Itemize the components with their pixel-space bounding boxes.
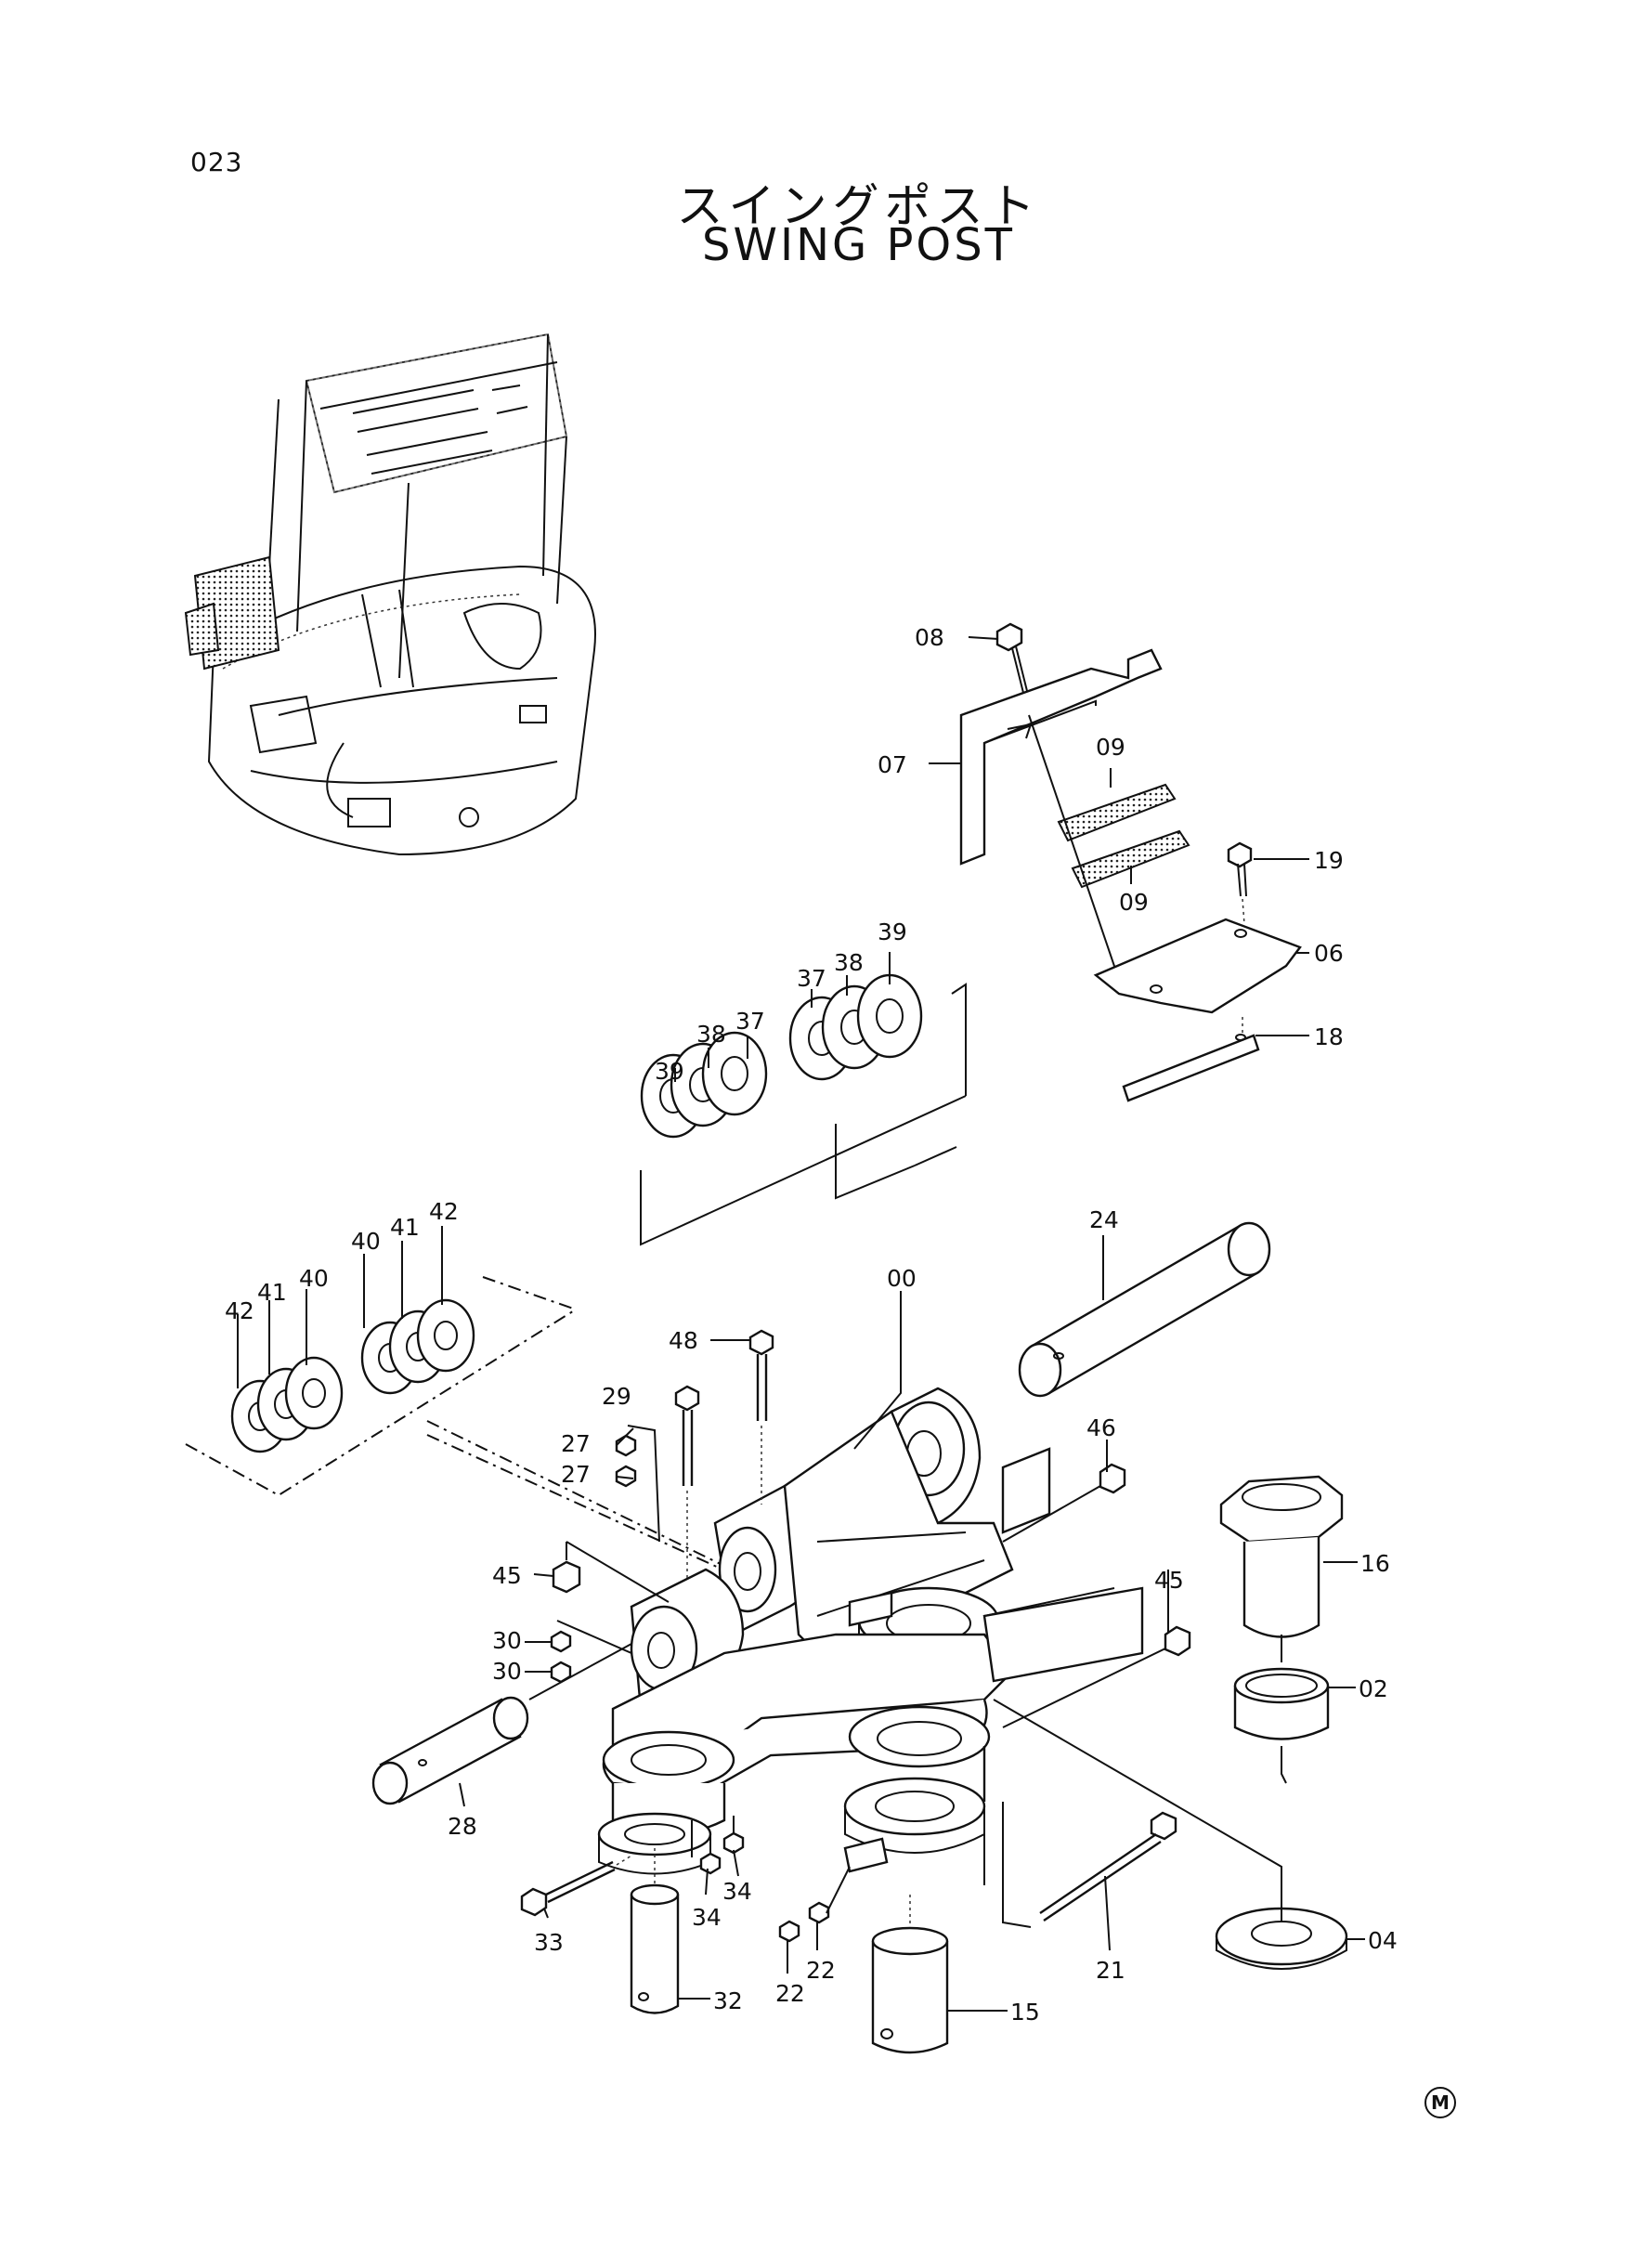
callout-08: 08	[915, 624, 944, 651]
callout-34-right: 34	[722, 1878, 752, 1905]
callout-41-right: 41	[390, 1214, 420, 1241]
washer-group-40-42	[185, 1276, 948, 1673]
part-04-shim	[993, 1699, 1348, 1970]
callout-29: 29	[602, 1383, 631, 1410]
part-22-nuts	[778, 1866, 851, 1943]
callout-28: 28	[448, 1813, 477, 1840]
callout-04: 04	[1368, 1927, 1398, 1954]
callout-09-lower: 09	[1119, 889, 1149, 916]
part-18-plate	[1122, 1017, 1260, 1102]
callout-45-right: 45	[1154, 1567, 1184, 1594]
part-32-pin	[630, 1848, 680, 2014]
callout-07: 07	[878, 751, 907, 778]
callout-42-right: 42	[429, 1198, 459, 1225]
callout-16: 16	[1360, 1550, 1390, 1577]
callout-09-upper: 09	[1096, 734, 1125, 761]
part-15-bushing	[871, 1895, 949, 2054]
part-33-bolt	[520, 1855, 632, 1917]
callout-22-right: 22	[806, 1957, 836, 1984]
callout-34-left: 34	[692, 1904, 722, 1931]
callout-02: 02	[1359, 1675, 1388, 1702]
callout-33: 33	[534, 1929, 564, 1956]
callout-39-left: 39	[655, 1058, 684, 1085]
callout-labels: 08 07 09 09 19 06 18 39 38 37 37 38 39 4…	[225, 624, 1398, 2026]
callout-37-left: 37	[735, 1008, 765, 1035]
part-07-cover	[959, 648, 1163, 866]
callout-27-lower: 27	[561, 1461, 591, 1488]
callout-46: 46	[1086, 1414, 1116, 1441]
part-02-collar	[1233, 1667, 1330, 1784]
part-45-grease-fitting-right	[1002, 1625, 1191, 1728]
part-06-bracket	[1093, 918, 1302, 1014]
callout-38-left: 38	[696, 1021, 726, 1048]
callout-48: 48	[669, 1327, 698, 1354]
part-09-rubber-strip-lower	[1071, 829, 1190, 889]
part-34-nuts	[691, 1816, 745, 1875]
callout-39-right: 39	[878, 919, 907, 945]
part-28-pin	[371, 1643, 632, 1805]
leader-08-06	[1028, 714, 1120, 981]
part-09-rubber-strip-upper	[1057, 783, 1177, 842]
callout-27-upper: 27	[561, 1430, 591, 1457]
callout-22-left: 22	[775, 1980, 805, 2007]
callout-42-left: 42	[225, 1297, 254, 1324]
part-48-bolt	[748, 1329, 774, 1505]
callout-38-right: 38	[834, 949, 864, 976]
title-english: SWING POST	[702, 219, 1015, 271]
title-japanese: スイングポスト	[676, 179, 1041, 233]
machine-overview-illustration	[184, 332, 596, 856]
callout-30-lower: 30	[492, 1658, 522, 1685]
page-number: 023	[190, 147, 243, 177]
callout-06: 06	[1314, 940, 1344, 967]
callout-41-left: 41	[257, 1279, 287, 1306]
part-27-nuts	[615, 1425, 660, 1543]
callout-19: 19	[1314, 847, 1344, 874]
manufacturer-mark: M	[1424, 2087, 1456, 2118]
part-16-bushing	[1219, 1475, 1344, 1638]
callout-40-right: 40	[351, 1228, 381, 1255]
leader-lines	[237, 636, 1365, 2012]
part-24-pin	[1018, 1221, 1271, 1398]
part-30-nuts	[550, 1620, 632, 1684]
part-45-grease-fitting-left	[552, 1541, 670, 1603]
callout-18: 18	[1314, 1023, 1344, 1050]
callout-24: 24	[1089, 1206, 1119, 1233]
part-00-swing-post	[597, 1387, 1144, 1885]
callout-37-right: 37	[797, 965, 826, 992]
callout-00: 00	[887, 1265, 917, 1292]
callout-40-left: 40	[299, 1265, 329, 1292]
callout-32: 32	[713, 1987, 743, 2014]
part-29-bolt	[674, 1385, 700, 1579]
callout-21: 21	[1096, 1957, 1125, 1984]
callout-30-upper: 30	[492, 1627, 522, 1654]
callout-15: 15	[1010, 1999, 1040, 2026]
part-21-bolt	[1002, 1802, 1177, 1928]
washer-group-37-39	[640, 973, 967, 1246]
part-19-bolt	[1227, 841, 1253, 925]
callout-45-left: 45	[492, 1562, 522, 1589]
